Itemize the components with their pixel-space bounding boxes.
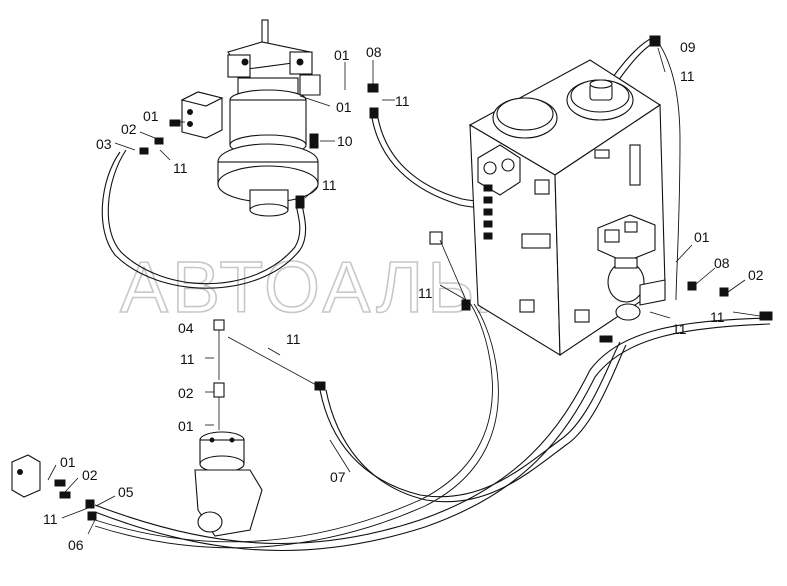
label-08: 08 — [366, 44, 382, 60]
label-11: 11 — [322, 177, 337, 193]
label-02: 02 — [748, 267, 764, 283]
label-11: 11 — [173, 160, 188, 176]
label-02: 02 — [82, 467, 98, 483]
label-11: 11 — [180, 351, 195, 367]
valve-block-bottom — [11, 454, 97, 521]
label-01: 01 — [60, 454, 76, 470]
hydraulic-tank — [429, 59, 666, 357]
swing-motor — [194, 431, 263, 537]
fitting-column — [213, 319, 326, 430]
valve-fittings — [367, 35, 773, 343]
label-02: 02 — [121, 121, 137, 137]
label-11: 11 — [672, 321, 687, 337]
label-05: 05 — [118, 484, 134, 500]
label-01: 01 — [694, 229, 710, 245]
part-labels: 01 08 09 11 01 11 10 01 02 03 11 11 01 0… — [43, 39, 764, 553]
label-01: 01 — [336, 99, 352, 115]
label-11: 11 — [710, 309, 725, 325]
label-07: 07 — [330, 469, 346, 485]
label-11: 11 — [395, 93, 410, 109]
label-01: 01 — [143, 108, 159, 124]
label-10: 10 — [337, 133, 353, 149]
valve-block-top — [139, 91, 224, 155]
label-11: 11 — [286, 331, 301, 347]
swivel-joint — [217, 19, 321, 217]
label-09: 09 — [680, 39, 696, 55]
label-11: 11 — [43, 511, 58, 527]
label-01: 01 — [178, 418, 194, 434]
label-01: 01 — [334, 47, 350, 63]
label-11: 11 — [680, 68, 695, 84]
label-04: 04 — [178, 320, 194, 336]
label-08: 08 — [714, 255, 730, 271]
leader-lines — [47, 47, 761, 535]
label-11: 11 — [418, 285, 433, 301]
label-06: 06 — [68, 537, 84, 553]
label-03: 03 — [96, 136, 112, 152]
label-02: 02 — [178, 385, 194, 401]
